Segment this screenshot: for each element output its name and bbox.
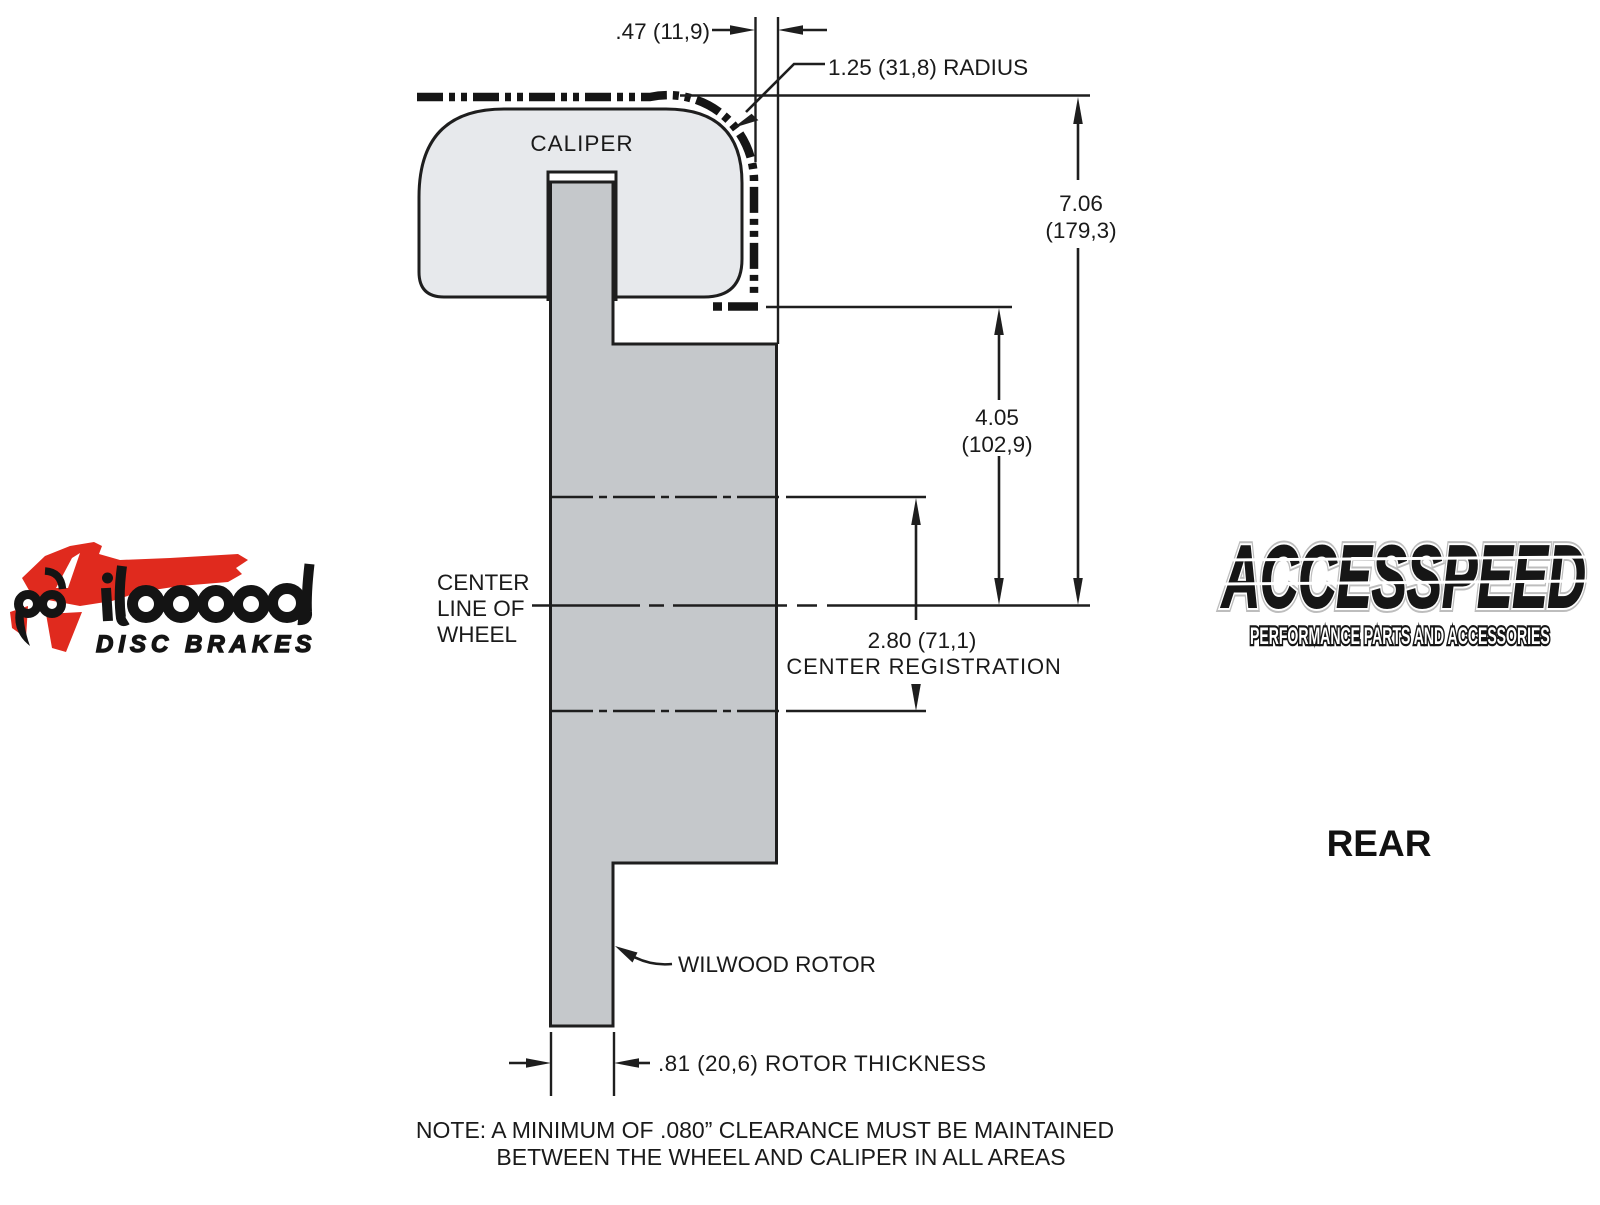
svg-text:(102,9): (102,9) xyxy=(961,432,1032,457)
svg-text:PERFORMANCE PARTS AND ACCESSOR: PERFORMANCE PARTS AND ACCESSORIES xyxy=(1250,623,1550,650)
svg-text:ACCESSPEED: ACCESSPEED xyxy=(1221,528,1586,626)
svg-text:4.05: 4.05 xyxy=(975,405,1019,430)
svg-text:.81 (20,6) ROTOR THICKNESS: .81 (20,6) ROTOR THICKNESS xyxy=(658,1051,986,1076)
svg-text:2.80 (71,1): 2.80 (71,1) xyxy=(868,628,977,653)
svg-text:CENTER: CENTER xyxy=(437,570,530,595)
svg-text:WILWOOD ROTOR: WILWOOD ROTOR xyxy=(678,952,876,977)
svg-text:(179,3): (179,3) xyxy=(1045,218,1116,243)
svg-text:WHEEL: WHEEL xyxy=(437,622,517,647)
svg-text:ACCESSPEED: ACCESSPEED xyxy=(1221,528,1586,626)
svg-text:CALIPER: CALIPER xyxy=(530,131,633,156)
svg-text:LINE OF: LINE OF xyxy=(437,596,525,621)
svg-text:7.06: 7.06 xyxy=(1059,191,1103,216)
svg-text:REAR: REAR xyxy=(1327,823,1432,864)
svg-text:BETWEEN THE WHEEL AND CALIPER: BETWEEN THE WHEEL AND CALIPER IN ALL ARE… xyxy=(496,1144,1065,1170)
svg-text:CENTER REGISTRATION: CENTER REGISTRATION xyxy=(786,654,1061,679)
svg-text:.47 (11,9): .47 (11,9) xyxy=(615,19,710,44)
svg-text:NOTE: A MINIMUM OF .080” CLEAR: NOTE: A MINIMUM OF .080” CLEARANCE MUST … xyxy=(416,1117,1114,1143)
svg-text:DISC BRAKES: DISC BRAKES xyxy=(96,631,316,658)
svg-text:ACCESSPEED: ACCESSPEED xyxy=(1221,528,1586,626)
svg-text:1.25 (31,8) RADIUS: 1.25 (31,8) RADIUS xyxy=(828,55,1028,80)
